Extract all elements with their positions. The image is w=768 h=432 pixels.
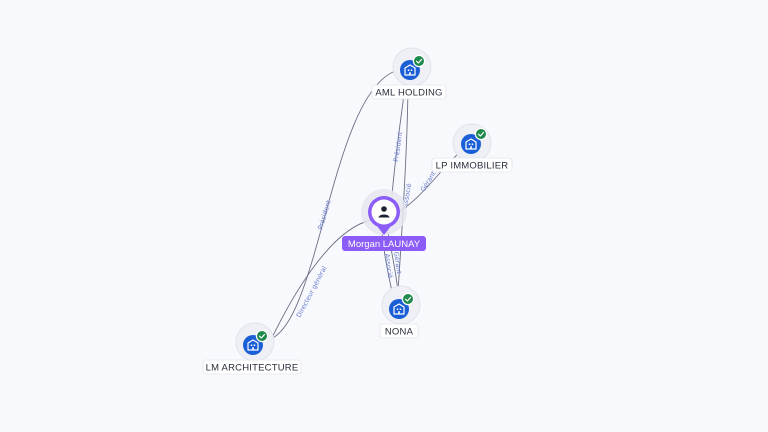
node-label: AML HOLDING bbox=[375, 88, 442, 99]
svg-text:Gérant: Gérant bbox=[419, 169, 438, 193]
svg-text:Directeur général: Directeur général bbox=[295, 265, 329, 319]
node-person[interactable]: Morgan LAUNAY bbox=[342, 189, 426, 251]
user-icon bbox=[378, 206, 390, 218]
node-lp-immobilier[interactable]: LP IMMOBILIER bbox=[431, 123, 513, 173]
edge-label-associe: Associé bbox=[383, 253, 394, 278]
node-label: LM ARCHITECTURE bbox=[206, 363, 299, 374]
person-name: Morgan LAUNAY bbox=[348, 239, 421, 250]
edge-label-gerant: Gérant bbox=[392, 251, 403, 275]
edge-label-president: Président bbox=[392, 131, 404, 163]
node-nona[interactable]: NONA bbox=[379, 285, 421, 339]
svg-text:Président: Président bbox=[316, 199, 333, 231]
edge-label-directeur-general: Directeur général bbox=[295, 265, 329, 319]
node-label: LP IMMOBILIER bbox=[436, 161, 509, 172]
check-icon bbox=[255, 329, 269, 343]
edge-label-gerant: Gérant bbox=[419, 169, 438, 193]
svg-text:Président: Président bbox=[392, 131, 404, 163]
edge-label-president: Président bbox=[316, 199, 333, 231]
check-icon bbox=[401, 292, 415, 306]
check-icon bbox=[474, 127, 488, 141]
node-aml-holding[interactable]: AML HOLDING bbox=[371, 47, 447, 100]
check-icon bbox=[412, 54, 426, 68]
svg-text:Gérant: Gérant bbox=[392, 251, 403, 275]
svg-text:Associé: Associé bbox=[383, 253, 394, 278]
node-label: NONA bbox=[385, 327, 414, 338]
node-lm-architecture[interactable]: LM ARCHITECTURE bbox=[202, 322, 302, 375]
